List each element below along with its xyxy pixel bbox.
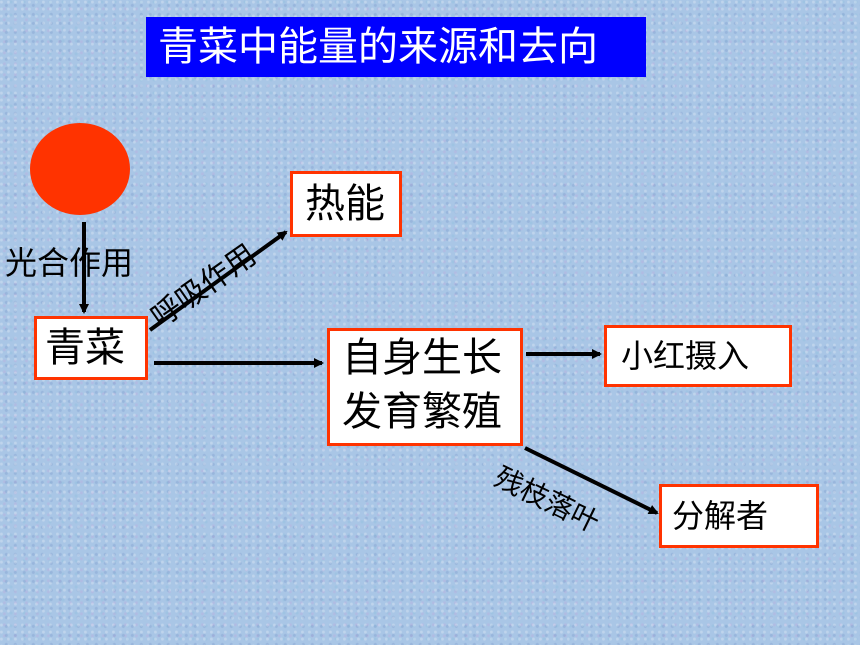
arrow-vegetable-to-heat (148, 230, 288, 332)
node-growth-line2: 发育繁殖 (342, 389, 502, 435)
node-eaten: 小红摄入 (604, 325, 792, 387)
page-title: 青菜中能量的来源和去向 (146, 17, 646, 77)
node-growth-line1: 自身生长 (342, 335, 502, 381)
label-photosynthesis: 光合作用 (5, 244, 134, 282)
node-vegetable: 青菜 (34, 316, 148, 380)
arrow-growth-to-decomposer (524, 446, 659, 515)
node-decomposer: 分解者 (659, 484, 819, 548)
node-heat: 热能 (290, 171, 402, 237)
node-growth: 自身生长 发育繁殖 (327, 328, 523, 446)
sun-icon (30, 123, 130, 215)
